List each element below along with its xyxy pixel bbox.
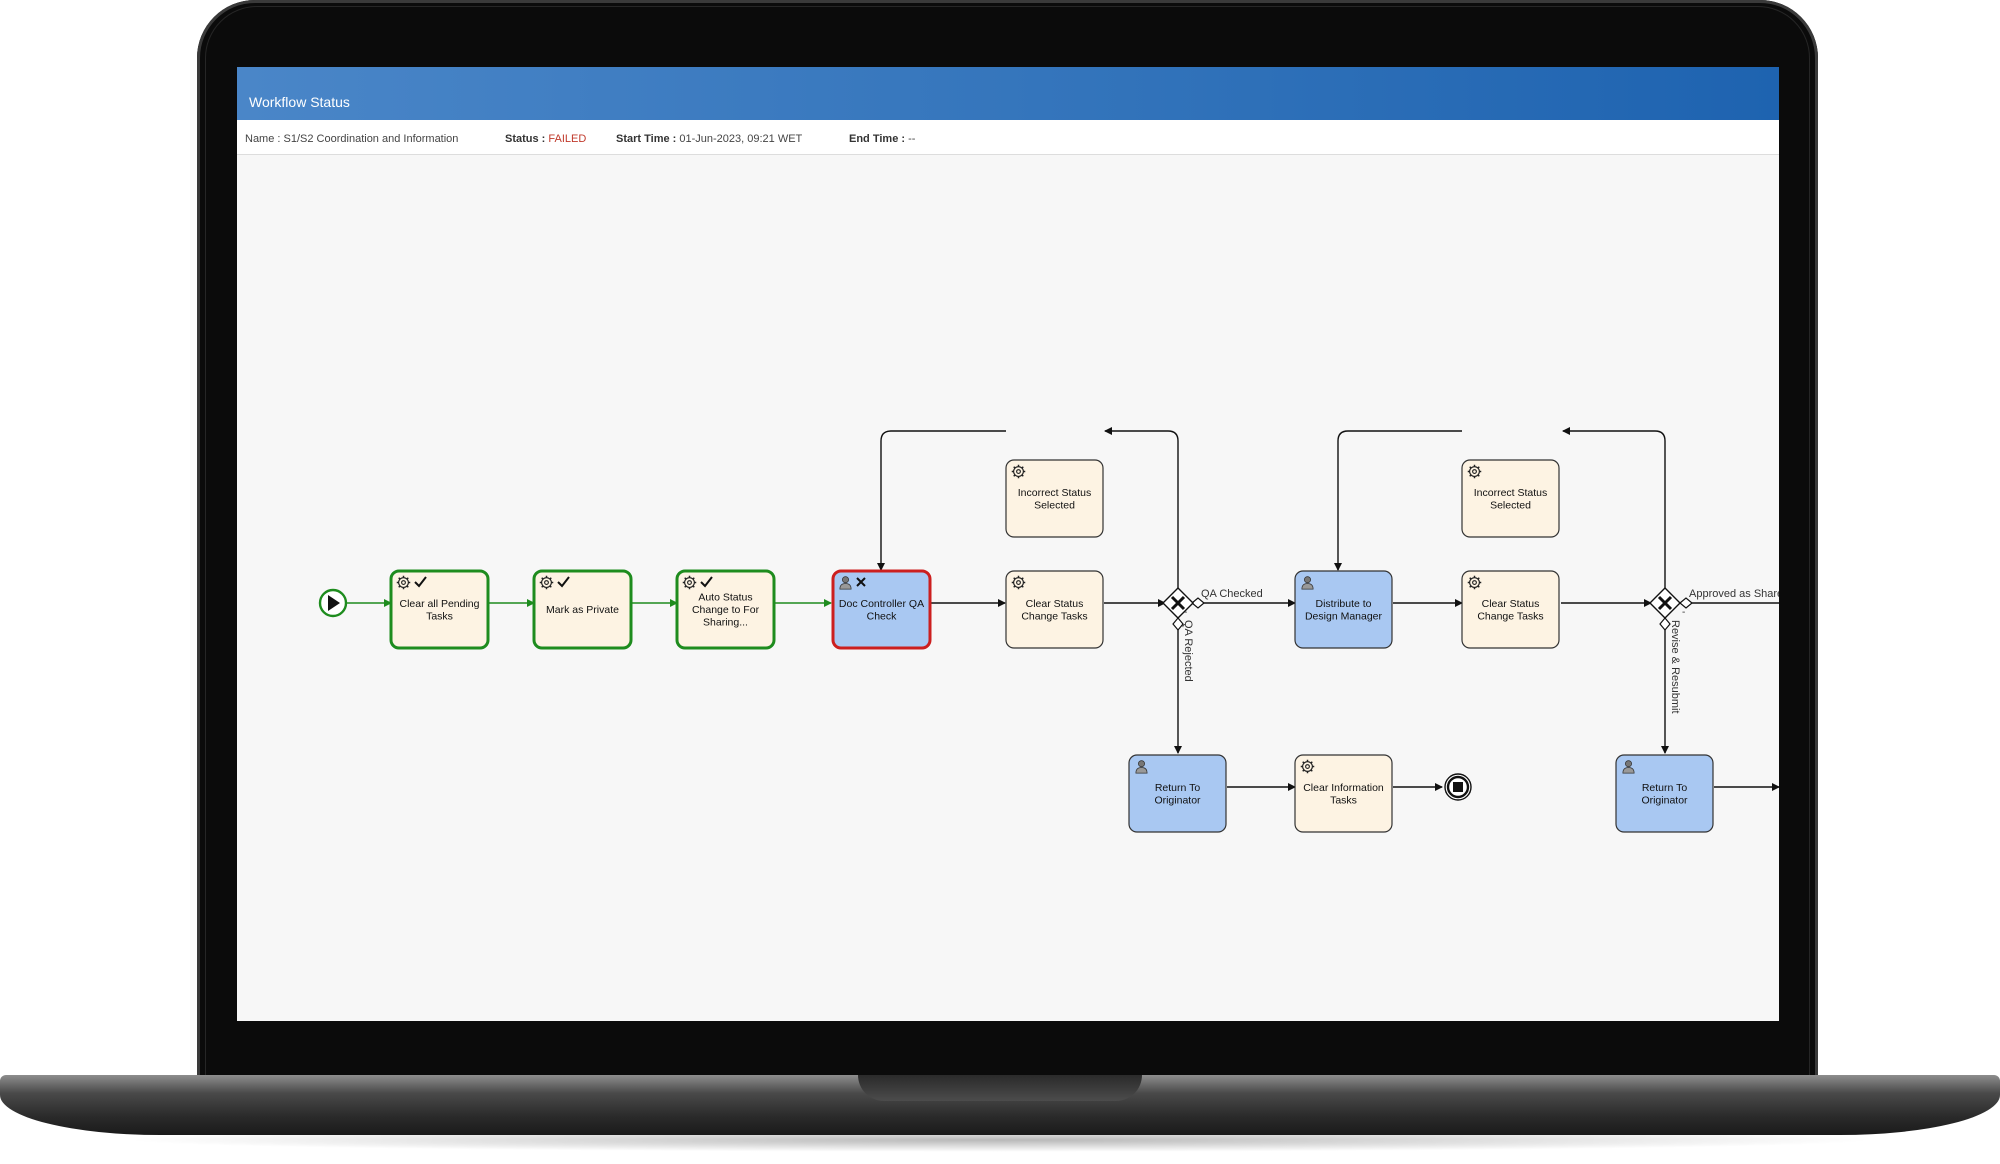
task-box [1005, 570, 1104, 649]
task-label: Clear Status [1482, 598, 1540, 610]
condition-marker [1679, 597, 1693, 609]
end-value: -- [908, 133, 916, 145]
task-box [1128, 754, 1227, 833]
info-status: Status : FAILED [505, 133, 586, 145]
task-label: Change Tasks [1021, 610, 1087, 622]
edge-label-qa-checked: QA Checked [1201, 588, 1263, 600]
info-name: Name : S1/S2 Coordination and Informatio… [245, 133, 458, 145]
end-event[interactable] [1444, 773, 1472, 801]
task-label: Originator [1641, 794, 1688, 806]
task-box [1461, 570, 1560, 649]
info-start-time: Start Time : 01-Jun-2023, 09:21 WET [616, 133, 802, 145]
condition-marker [1191, 597, 1205, 609]
edge-gateway-2-to-incorrect-2 [1562, 427, 1666, 589]
name-label: Name : [245, 133, 281, 145]
task-box [532, 569, 633, 650]
task-label: Originator [1154, 794, 1201, 806]
workflow-diagram: QA Checked QA Rejected - Approved as Sha… [318, 427, 1779, 833]
cross-icon [856, 577, 866, 587]
task-label: Change Tasks [1477, 610, 1543, 622]
exclusive-gateway-1[interactable] [1162, 587, 1194, 619]
task-label: Sharing... [703, 617, 748, 629]
checkmark-icon [557, 576, 570, 588]
edge-label-qa-rejected: QA Rejected [1182, 620, 1194, 682]
condition-marker [1172, 617, 1184, 631]
exclusive-gateway-2[interactable] [1649, 587, 1681, 619]
checkmark-icon [700, 576, 713, 588]
status-label: Status : [505, 133, 546, 145]
exclusive-gateway-icon [1657, 595, 1673, 611]
task-label: Clear all Pending [400, 598, 480, 610]
task-box [831, 569, 932, 650]
task-box [1461, 459, 1560, 538]
task-box [1005, 459, 1104, 538]
task-label: Tasks [426, 610, 453, 622]
task-label: Incorrect Status [1018, 487, 1092, 499]
edges [346, 427, 1779, 791]
task-label: Check [867, 610, 898, 622]
edge-label-dash: - [1184, 607, 1187, 618]
task-label: Change to For [692, 604, 760, 616]
task-mark-private[interactable]: Mark as Private [532, 569, 633, 650]
laptop-notch [858, 1075, 1142, 1101]
task-label: Design Manager [1305, 610, 1383, 622]
task-label: Return To [1642, 782, 1687, 794]
start-value: 01-Jun-2023, 09:21 WET [679, 133, 803, 145]
edge-label-revise: Revise & Resubmit [1669, 620, 1681, 714]
edge-label-approved: Approved as Shared [1689, 588, 1779, 600]
checkmark-icon [414, 576, 427, 588]
task-label: Mark as Private [546, 604, 619, 616]
stop-icon [1453, 782, 1463, 792]
window-titlebar: Workflow Status [237, 67, 1779, 120]
name-value: S1/S2 Coordination and Information [283, 133, 459, 145]
task-label: Return To [1155, 782, 1200, 794]
edge-label-dash: - [1682, 607, 1685, 618]
task-box [1294, 570, 1393, 649]
task-label: Selected [1034, 499, 1075, 511]
task-box [1615, 754, 1714, 833]
workflow-info-bar: Name : S1/S2 Coordination and Informatio… [237, 120, 1779, 155]
condition-marker [1659, 617, 1671, 631]
task-label: Auto Status [698, 592, 752, 604]
task-label: Doc Controller QA [839, 598, 924, 610]
edge-incorrect-to-doc-controller [877, 430, 1006, 571]
task-label: Clear Information [1303, 782, 1384, 794]
screen: Workflow Status Name : S1/S2 Coordinatio… [237, 67, 1779, 1021]
start-label: Start Time : [616, 133, 677, 145]
window-title: Workflow Status [249, 94, 350, 110]
task-label: Clear Status [1026, 598, 1084, 610]
task-box [389, 569, 490, 650]
workflow-canvas[interactable]: QA Checked QA Rejected - Approved as Sha… [237, 155, 1779, 1021]
task-box [675, 569, 776, 650]
info-end-time: End Time : -- [849, 133, 915, 145]
start-event[interactable] [318, 588, 348, 618]
play-icon [328, 595, 340, 611]
task-label: Selected [1490, 499, 1531, 511]
exclusive-gateway-icon [1170, 595, 1186, 611]
end-label: End Time : [849, 133, 906, 145]
edge-gateway-to-incorrect [1104, 427, 1179, 589]
task-label: Tasks [1330, 794, 1357, 806]
task-label: Distribute to [1315, 598, 1371, 610]
edge-incorrect-2-to-distribute [1334, 430, 1462, 571]
task-label: Incorrect Status [1474, 487, 1548, 499]
status-value: FAILED [548, 133, 587, 145]
task-box [1294, 754, 1393, 833]
